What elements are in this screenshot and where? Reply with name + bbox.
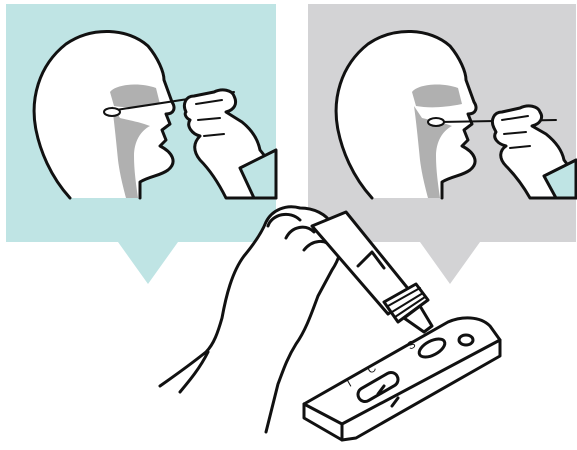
right-swab-tip	[428, 118, 444, 126]
left-head-outline	[34, 31, 174, 198]
panel-nasal-swab	[6, 4, 276, 284]
cassette-pin-hole	[459, 335, 473, 345]
left-swab-tip	[104, 108, 120, 116]
right-head-outline	[336, 31, 476, 198]
